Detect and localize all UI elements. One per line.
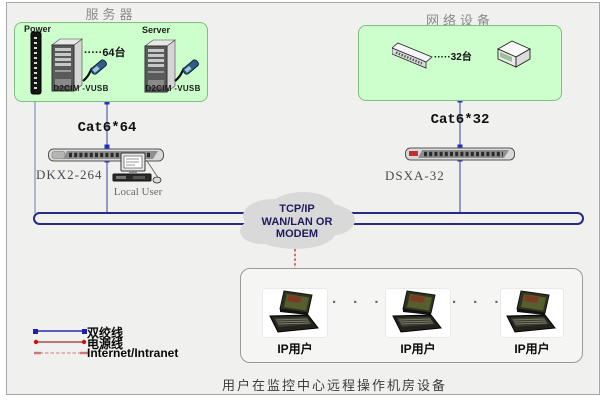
cloud-label: TCP/IP WAN/LAN OR MODEM xyxy=(247,203,347,241)
cloud-shape xyxy=(240,192,355,249)
laptop-icon xyxy=(506,290,556,333)
cat6-right-label: Cat6*32 xyxy=(430,112,490,128)
switch-icon xyxy=(392,42,433,69)
cloud-line-2: WAN/LAN OR xyxy=(261,215,333,228)
usb-cim-icon xyxy=(82,59,107,82)
network-box-title: 网络设备 xyxy=(425,13,494,28)
diagram-caption: 用户在监控中心远程操作机房设备 xyxy=(222,378,448,393)
legend-label-power-line: 电源线 xyxy=(87,337,124,351)
local-user-label: Local User xyxy=(113,186,163,198)
cat6-left-label: Cat6*64 xyxy=(77,120,137,136)
server-box xyxy=(14,22,208,102)
router-icon xyxy=(497,40,531,68)
server-box-title: 服务器 xyxy=(85,7,137,22)
ellipsis-separator: · · · xyxy=(332,294,386,311)
cim-label-2: D2CIM -VUSB xyxy=(145,84,201,93)
laptop-icon xyxy=(269,290,319,333)
legend-label-internet: Internet/Intranet xyxy=(87,346,179,360)
local-user-cable-b xyxy=(146,160,160,180)
ip-user-label-3: IP用户 xyxy=(514,342,550,356)
legend-internet-line xyxy=(34,351,88,355)
usb-cim-icon xyxy=(174,59,199,82)
legend-label-twisted-pair: 双绞线 xyxy=(87,326,124,340)
laptop-card xyxy=(263,289,327,337)
laptop-card xyxy=(501,289,563,337)
legend-twisted-pair-line xyxy=(33,329,87,334)
network-box xyxy=(358,25,562,101)
ellipsis-separator: · · · xyxy=(452,294,506,311)
network-count-label: ·····32台 xyxy=(434,52,472,63)
ip-user-label-2: IP用户 xyxy=(400,342,436,356)
ip-user-label-1: IP用户 xyxy=(277,342,313,356)
server-count-label: ·····64台 xyxy=(84,47,126,59)
server-tower-icon xyxy=(144,39,176,93)
cim-label-1: D2CIM -VUSB xyxy=(53,84,109,93)
kvm-switch-icon-dsxa xyxy=(405,147,515,161)
local-user-pc-icon xyxy=(112,152,162,184)
power-strip-icon xyxy=(30,31,42,95)
legend-power-line xyxy=(33,339,87,345)
cloud-line-3: MODEM xyxy=(275,228,319,240)
power-label: Power xyxy=(24,24,52,34)
server-tower-icon xyxy=(51,38,83,92)
cloud-line-1: TCP/IP xyxy=(279,203,315,215)
kvm-right-label: DSXA-32 xyxy=(385,168,445,183)
laptop-card xyxy=(386,289,450,337)
laptop-icon xyxy=(392,290,442,333)
kvm-left-label: DKX2-264 xyxy=(36,167,103,182)
server-label: Server xyxy=(142,25,171,35)
